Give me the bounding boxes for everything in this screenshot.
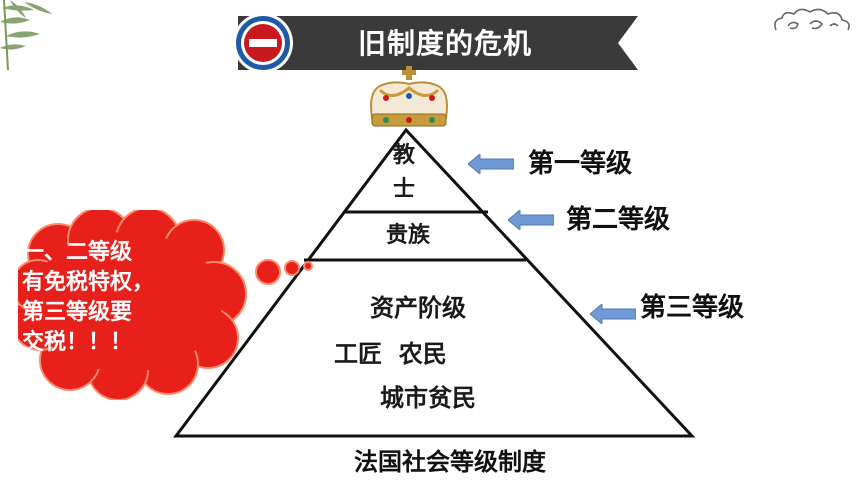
tax-privilege-note: 一、二等级 有免税特权， 第三等级要 交税！！！ [22, 238, 232, 358]
page-title: 旧制度的危机 [358, 27, 533, 60]
arrow-left-icon [508, 210, 554, 230]
tier-bourgeoisie: 资产阶级 [370, 294, 466, 322]
crown-icon [370, 66, 448, 127]
note-line: 第三等级要 [22, 300, 133, 325]
no-entry-icon [233, 13, 293, 73]
note-line: 交税！！！ [22, 330, 133, 355]
cloud-decoration [774, 8, 850, 31]
tier-urban-poor: 城市贫民 [380, 384, 476, 412]
tier-artisans-peasants: 工匠 农民 [334, 340, 447, 368]
level-first: 第一等级 [528, 149, 633, 179]
tier-clergy-line2: 士 [393, 177, 416, 202]
arrow-left-icon [468, 154, 514, 174]
pyramid-outline [172, 127, 696, 438]
diagram-caption: 法国社会等级制度 [354, 448, 546, 476]
bamboo-decoration [0, 0, 52, 70]
note-line: 有免税特权， [22, 270, 155, 295]
tier-clergy-line1: 教 [393, 143, 416, 168]
title-banner: 旧制度的危机 [218, 12, 638, 74]
banner-background [238, 16, 638, 70]
thought-bubble [18, 210, 313, 400]
note-line: 一、二等级 [22, 240, 133, 265]
level-third: 第三等级 [640, 293, 745, 323]
level-second: 第二等级 [566, 205, 671, 235]
arrow-left-icon [590, 304, 636, 324]
tier-nobility: 贵族 [386, 223, 431, 248]
